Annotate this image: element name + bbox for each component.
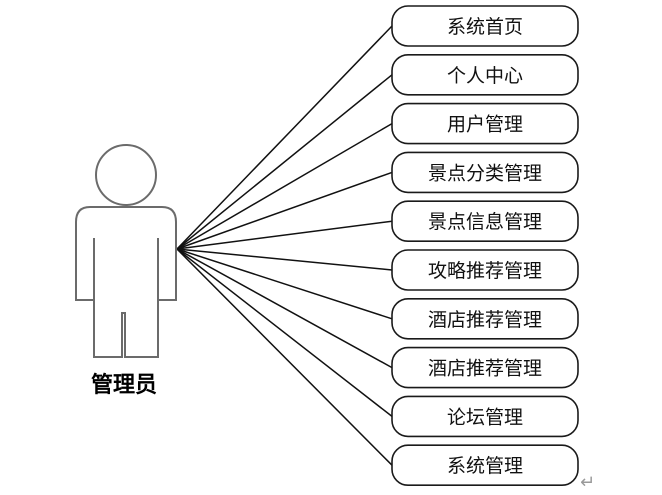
- use-case-item: 酒店推荐管理: [391, 346, 579, 389]
- use-case-label: 个人中心: [447, 65, 523, 87]
- association-lines: [176, 25, 393, 466]
- use-case-list: 系统首页个人中心用户管理景点分类管理景点信息管理攻略推荐管理酒店推荐管理酒店推荐…: [391, 5, 579, 487]
- use-case-box: [391, 151, 579, 194]
- actor-figure: 管理员: [75, 144, 177, 398]
- use-case-item: 用户管理: [391, 102, 579, 145]
- association-line: [176, 122, 393, 250]
- use-case-label: 酒店推荐管理: [428, 309, 542, 331]
- paragraph-mark: ↵: [580, 472, 595, 493]
- use-case-label: 攻略推荐管理: [428, 260, 542, 282]
- use-case-item: 酒店推荐管理: [391, 297, 579, 340]
- use-case-box: [391, 444, 579, 487]
- use-case-label: 论坛管理: [447, 406, 523, 428]
- use-case-box: [391, 249, 579, 291]
- association-line: [176, 74, 393, 250]
- actor-label: 管理员: [91, 372, 157, 398]
- use-case-item: 论坛管理: [391, 395, 579, 438]
- use-case-label: 酒店推荐管理: [428, 358, 542, 380]
- association-line: [176, 25, 393, 250]
- association-line: [176, 248, 393, 417]
- use-case-label: 用户管理: [447, 114, 523, 136]
- association-line: [176, 248, 393, 466]
- use-case-label: 系统首页: [447, 16, 523, 38]
- use-case-box: [391, 297, 579, 340]
- use-case-item: 景点分类管理: [391, 151, 579, 194]
- actor-head: [95, 144, 157, 206]
- use-case-box: [391, 102, 579, 145]
- use-case-label: 景点分类管理: [428, 162, 542, 184]
- person-icon: [75, 144, 177, 358]
- use-case-item: 系统首页: [391, 5, 579, 47]
- association-line: [176, 248, 393, 369]
- association-line: [176, 220, 393, 250]
- use-case-box: [391, 5, 579, 47]
- use-case-box: [391, 53, 579, 96]
- use-case-label: 景点信息管理: [428, 211, 542, 233]
- use-case-item: 攻略推荐管理: [391, 249, 579, 291]
- use-case-box: [391, 395, 579, 438]
- use-case-box: [391, 200, 579, 242]
- use-case-item: 系统管理: [391, 444, 579, 487]
- association-line: [176, 171, 393, 250]
- use-case-item: 个人中心: [391, 53, 579, 96]
- use-case-box: [391, 346, 579, 389]
- association-line: [176, 248, 393, 320]
- actor-body: [75, 206, 177, 358]
- association-line: [176, 248, 393, 271]
- use-case-label: 系统管理: [447, 455, 523, 477]
- use-case-item: 景点信息管理: [391, 200, 579, 242]
